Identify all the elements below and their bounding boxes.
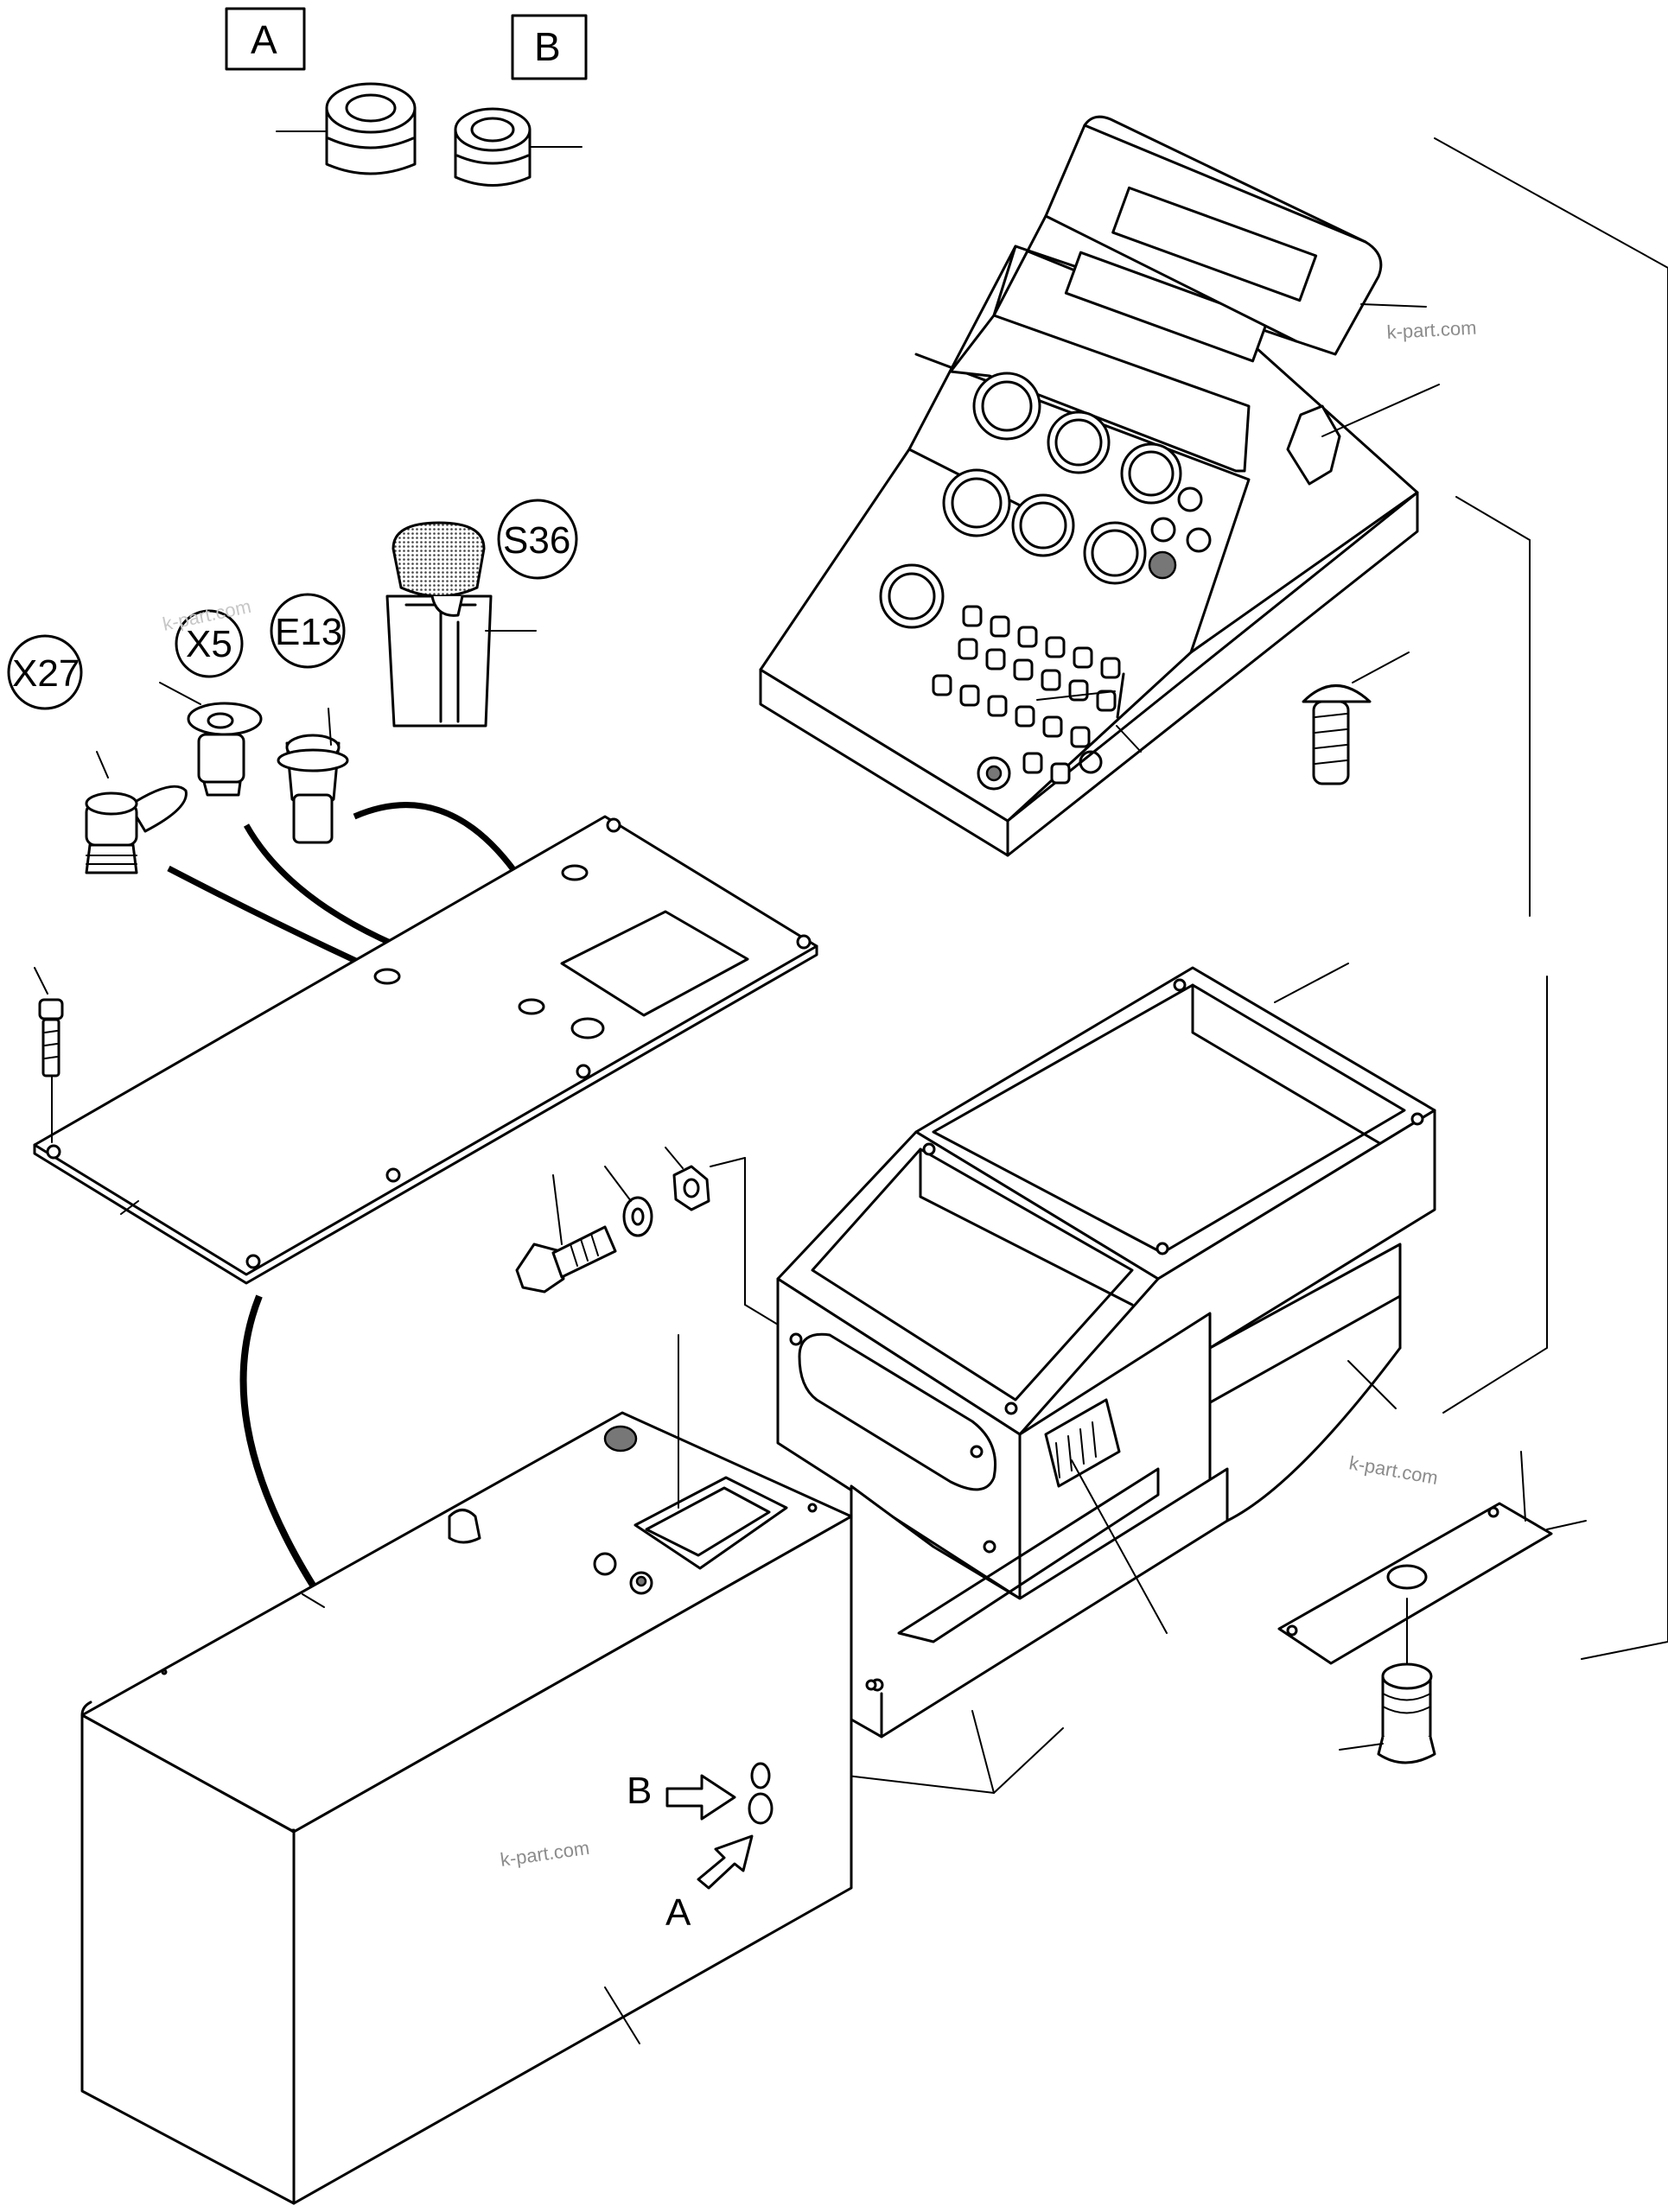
legend-box-a: A [225, 7, 306, 71]
access-plate [1277, 1451, 1587, 1665]
top-cover-plate [33, 815, 818, 1285]
plug-fitting [1339, 1598, 1436, 1764]
component-s36: S36 [385, 499, 578, 728]
legend-box-a-label: A [251, 17, 277, 62]
legend-box-b-label: B [534, 24, 561, 69]
console-frame [776, 963, 1436, 1794]
callout-b: B [627, 1770, 652, 1812]
storage-box: B A [80, 1334, 877, 2205]
carriage-bolt [1302, 652, 1410, 785]
grommet-b [454, 107, 583, 187]
x27-label: X27 [12, 652, 80, 695]
component-x27: X27 [7, 634, 188, 874]
bolt-washer-nut [515, 1147, 796, 1336]
e13-label: E13 [275, 611, 342, 653]
instrument-console [759, 115, 1440, 857]
component-x5: X5 [159, 609, 263, 797]
switch-grid [932, 605, 1121, 785]
x5-label: X5 [186, 623, 232, 665]
watermark-middle-right: k-part.com [1347, 1452, 1440, 1489]
legend-box-b: B [511, 14, 588, 80]
assembly-brace-lines [1434, 137, 1668, 1660]
callout-a: A [665, 1891, 691, 1934]
watermark-upper-right: k-part.com [1386, 317, 1477, 343]
grommet-a [276, 82, 417, 175]
component-e13: E13 [270, 593, 349, 844]
panel-screw [34, 967, 64, 1143]
s36-label: S36 [503, 519, 570, 562]
